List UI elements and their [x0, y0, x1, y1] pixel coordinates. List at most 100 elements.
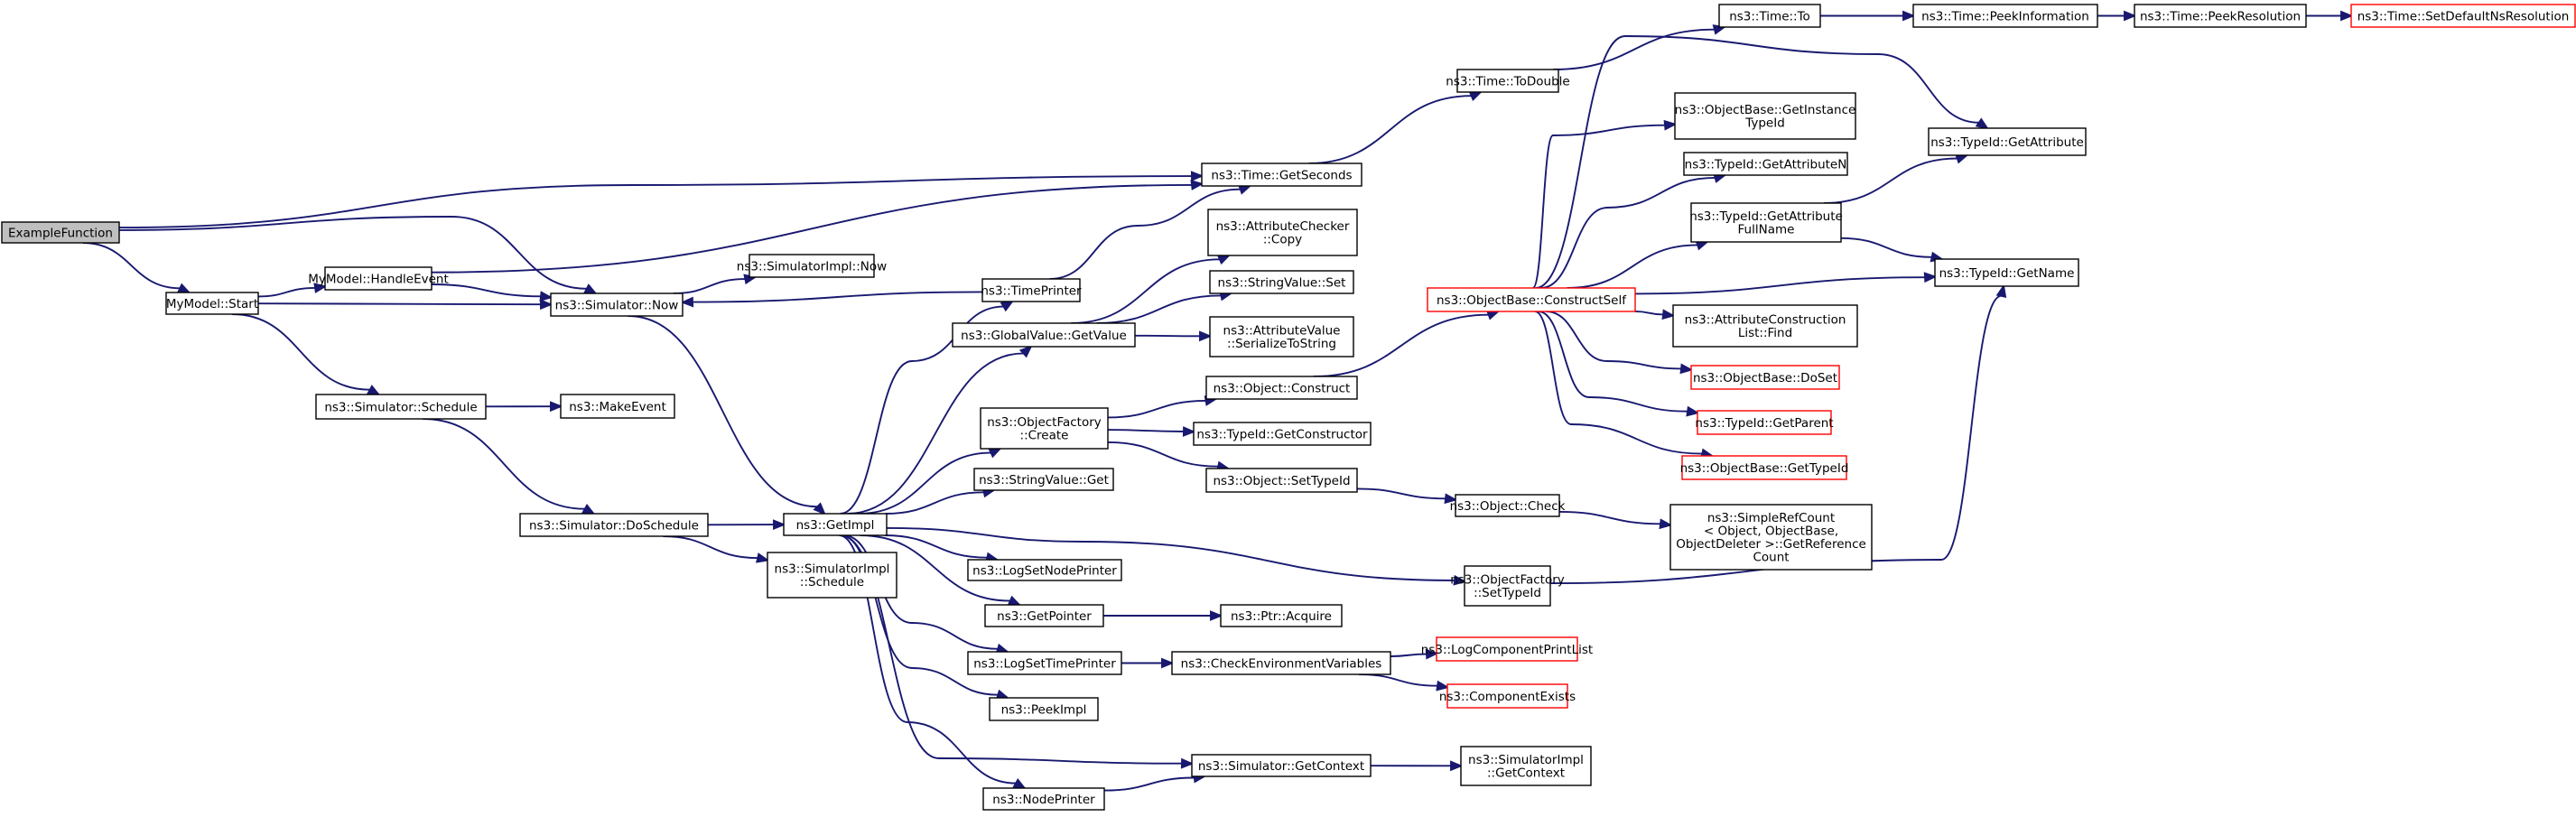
node-logtimeprinter[interactable]: ns3::LogSetTimePrinter: [967, 651, 1122, 675]
node-simimpl-now[interactable]: ns3::SimulatorImpl::Now: [737, 254, 887, 278]
node-label: ns3::ObjectBase::GetTypeId: [1680, 461, 1849, 476]
node-checkenv[interactable]: ns3::CheckEnvironmentVariables: [1171, 651, 1391, 675]
node-peekimpl[interactable]: ns3::PeekImpl: [989, 697, 1099, 721]
arrowhead-icon: [813, 502, 826, 515]
node-now[interactable]: ns3::Simulator::Now: [550, 292, 684, 317]
node-src-getrefcount[interactable]: ns3::SimpleRefCount< Object, ObjectBase,…: [1669, 504, 1873, 571]
node-tid-getname[interactable]: ns3::TypeId::GetName: [1934, 258, 2079, 287]
node-label: ns3::GetPointer: [997, 609, 1092, 624]
node-start[interactable]: MyModel::Start: [165, 292, 259, 315]
node-gv-getvalue[interactable]: ns3::GlobalValue::GetValue: [952, 322, 1136, 348]
node-doschedule[interactable]: ns3::Simulator::DoSchedule: [519, 513, 709, 537]
node-label: Count: [1753, 551, 1789, 565]
node-time-to[interactable]: ns3::Time::To: [1718, 4, 1821, 28]
arrowhead-icon: [1436, 680, 1450, 692]
edge-of_create-to-tid_getconstructor: [1107, 426, 1196, 437]
node-av-serialize[interactable]: ns3::AttributeValue::SerializeToString: [1209, 316, 1354, 357]
node-label: TypeId: [1744, 116, 1785, 131]
node-tid-getconstructor[interactable]: ns3::TypeId::GetConstructor: [1193, 422, 1372, 446]
node-box: [2350, 4, 2576, 28]
node-ac-copy[interactable]: ns3::AttributeChecker::Copy: [1207, 209, 1358, 256]
edge-getimpl-to-lognodeprinter: [885, 534, 1000, 563]
node-label: ns3::LogSetNodePrinter: [972, 563, 1117, 578]
node-simimpl-schedule[interactable]: ns3::SimulatorImpl::Schedule: [767, 552, 897, 599]
node-label: ns3::TypeId::GetAttribute: [1930, 135, 2084, 150]
node-label: ns3::Simulator::Schedule: [324, 400, 477, 414]
edge-schedule-to-doschedule: [423, 418, 596, 515]
edge-logtimeprinter-to-checkenv: [1121, 657, 1175, 669]
node-ob-gettypeid[interactable]: ns3::ObjectBase::GetTypeId: [1680, 455, 1849, 480]
node-box: [767, 552, 897, 599]
node-box: [989, 697, 1099, 721]
node-label: MyModel::HandleEvent: [308, 272, 449, 286]
edge-line: [118, 175, 1193, 229]
node-compexists[interactable]: ns3::ComponentExists: [1439, 683, 1576, 709]
node-ob-doset[interactable]: ns3::ObjectBase::DoSet: [1690, 365, 1840, 390]
node-box: [1201, 162, 1362, 187]
arrowhead-icon: [988, 447, 1002, 459]
node-box: [1674, 92, 1856, 140]
node-label: ExampleFunction: [8, 226, 113, 240]
node-ob-constructself[interactable]: ns3::ObjectBase::ConstructSelf: [1427, 287, 1636, 312]
node-box: [1718, 4, 1821, 28]
edge-line: [118, 216, 587, 290]
node-obj-check[interactable]: ns3::Object::Check: [1450, 494, 1566, 517]
arrowhead-icon: [1182, 426, 1196, 437]
node-peekinfo[interactable]: ns3::Time::PeekInformation: [1912, 4, 2098, 28]
node-box: [967, 559, 1122, 581]
node-peekres[interactable]: ns3::Time::PeekResolution: [2134, 4, 2307, 28]
edge-line: [257, 302, 542, 306]
arrowhead-icon: [773, 519, 786, 531]
edge-getimpl-to-of_settypeid: [886, 526, 1467, 586]
arrowhead-icon: [1012, 777, 1027, 790]
node-getimpl[interactable]: ns3::GetImpl: [783, 513, 888, 536]
node-of-create[interactable]: ns3::ObjectFactory::Create: [980, 407, 1109, 450]
node-label: ns3::Ptr::Acquire: [1231, 609, 1332, 624]
arrowhead-icon: [1902, 10, 1916, 22]
node-makeevent[interactable]: ns3::MakeEvent: [560, 394, 675, 419]
node-setdefaultns[interactable]: ns3::Time::SetDefaultNsResolution: [2350, 4, 2576, 28]
node-todouble[interactable]: ns3::Time::ToDouble: [1446, 69, 1570, 93]
node-sv-set[interactable]: ns3::StringValue::Set: [1209, 270, 1354, 294]
node-box: [967, 651, 1122, 675]
node-sim-getcontext[interactable]: ns3::Simulator::GetContext: [1191, 754, 1372, 777]
node-box: [1193, 422, 1372, 446]
node-schedule[interactable]: ns3::Simulator::Schedule: [315, 394, 487, 420]
node-tid-getparent[interactable]: ns3::TypeId::GetParent: [1695, 410, 1834, 435]
edge-schedule-to-makeevent: [485, 401, 563, 413]
edge-line: [1390, 653, 1427, 657]
node-timeprinter[interactable]: ns3::TimePrinter: [981, 278, 1082, 302]
node-label: ns3::Simulator::DoSchedule: [529, 518, 699, 533]
node-obj-settypeid[interactable]: ns3::Object::SetTypeId: [1205, 468, 1358, 493]
node-box: [1446, 683, 1568, 709]
node-getseconds[interactable]: ns3::Time::GetSeconds: [1201, 162, 1362, 187]
edge-line: [82, 242, 181, 290]
node-sv-get[interactable]: ns3::StringValue::Get: [973, 468, 1114, 491]
node-handle[interactable]: MyModel::HandleEvent: [308, 266, 449, 291]
node-box: [984, 604, 1104, 627]
node-nodeprinter[interactable]: ns3::NodePrinter: [982, 787, 1105, 811]
node-lognodeprinter[interactable]: ns3::LogSetNodePrinter: [967, 559, 1122, 581]
node-box: [324, 266, 432, 291]
node-of-settypeid[interactable]: ns3::ObjectFactory::SetTypeId: [1450, 565, 1565, 607]
edge-ob_constructself-to-acl_find: [1634, 309, 1676, 320]
node-label: < Object, ObjectBase,: [1704, 525, 1838, 539]
node-tid-getattribute[interactable]: ns3::TypeId::GetAttribute: [1928, 127, 2087, 156]
node-obj-construct[interactable]: ns3::Object::Construct: [1205, 376, 1358, 400]
node-box: [165, 292, 259, 315]
node-ptr-acquire[interactable]: ns3::Ptr::Acquire: [1220, 604, 1343, 627]
arrowhead-icon: [756, 552, 770, 563]
node-getpointer[interactable]: ns3::GetPointer: [984, 604, 1104, 627]
node-simimpl-getcontext[interactable]: ns3::SimulatorImpl::GetContext: [1460, 746, 1592, 786]
edge-line: [673, 278, 746, 294]
edge-todouble-to-time_to: [1553, 24, 1727, 70]
node-box: [1436, 636, 1578, 662]
node-logcomplist[interactable]: ns3::LogComponentPrintList: [1421, 636, 1593, 662]
node-tid-getattributen[interactable]: ns3::TypeId::GetAttributeN: [1683, 152, 1848, 176]
arrowhead-icon: [1161, 657, 1175, 669]
edge-line: [1634, 276, 1926, 295]
arrowhead-icon: [550, 401, 563, 413]
